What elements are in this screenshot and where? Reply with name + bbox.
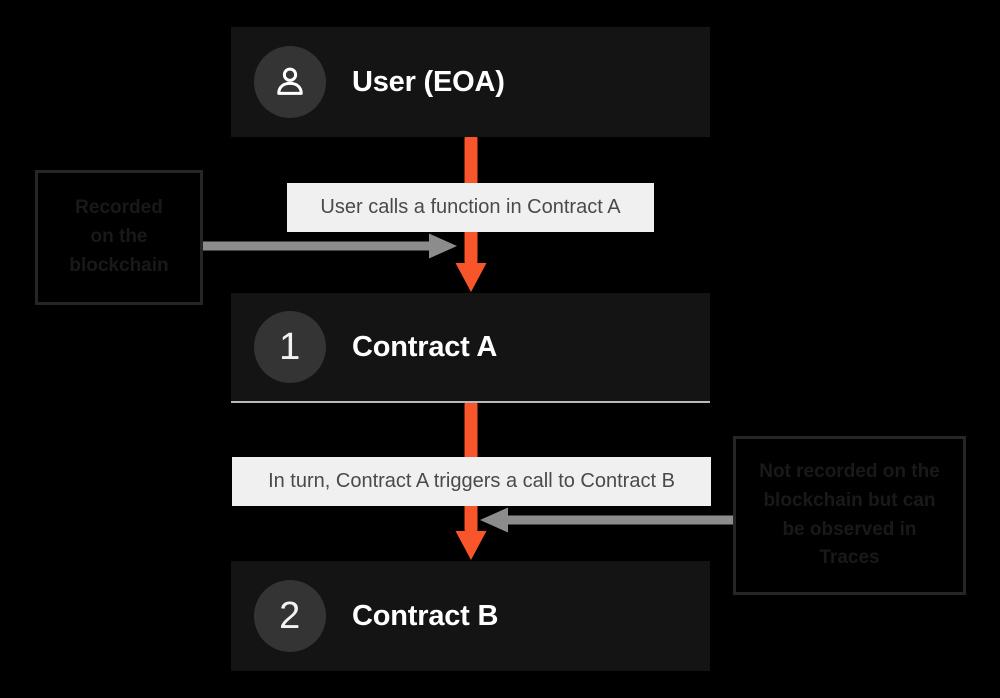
node-contract-b-label: Contract B: [352, 599, 499, 632]
annotation-not-recorded-on-blockchain: Not recorded on the blockchain but can b…: [733, 436, 966, 595]
annotation-line: on the: [90, 226, 148, 248]
node-user[interactable]: User (EOA): [231, 27, 710, 137]
step-number-badge: 1: [254, 311, 326, 383]
node-user-label: User (EOA): [352, 65, 505, 98]
annotation-line: Recorded: [75, 197, 163, 219]
edge-label-contract-a-calls-contract-b: In turn, Contract A triggers a call to C…: [232, 457, 711, 506]
annotation-arrow-left: [203, 233, 457, 259]
annotation-line: blockchain: [69, 254, 169, 276]
person-icon: [254, 46, 326, 118]
annotation-line: be observed in: [782, 518, 917, 540]
node-contract-a-label: Contract A: [352, 330, 498, 363]
annotation-recorded-on-blockchain: Recorded on the blockchain: [35, 170, 203, 305]
annotation-line: blockchain but can: [763, 489, 936, 511]
annotation-arrow-right: [480, 507, 734, 533]
node-contract-b[interactable]: 2 Contract B: [231, 561, 710, 671]
edge-label-user-calls-contract-a: User calls a function in Contract A: [287, 183, 654, 232]
annotation-line: Not recorded on the: [759, 460, 940, 482]
annotation-line: Traces: [819, 547, 880, 569]
node-contract-a[interactable]: 1 Contract A: [231, 293, 710, 403]
step-number-badge: 2: [254, 580, 326, 652]
